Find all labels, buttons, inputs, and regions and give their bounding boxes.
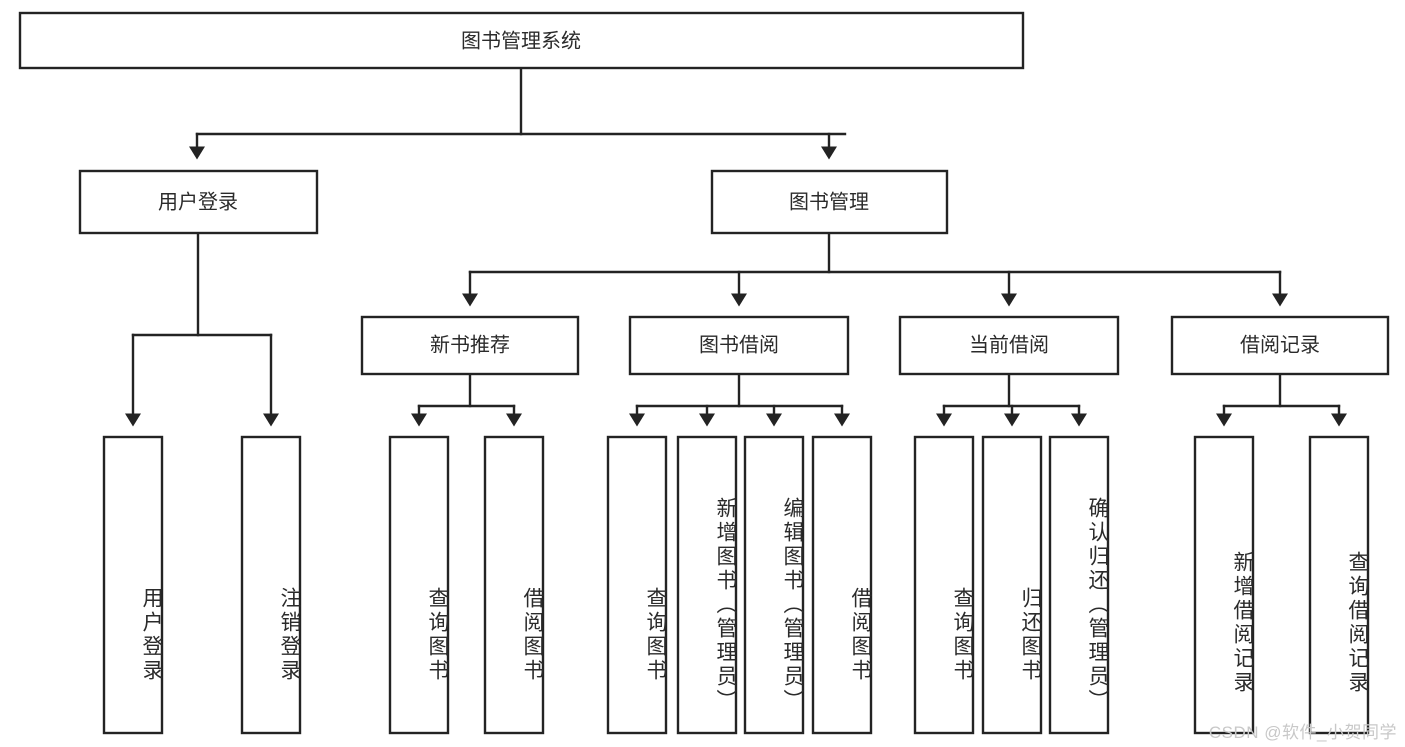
node-root-label: 图书管理系统 xyxy=(461,29,581,52)
node-book-manage[interactable]: 图书管理 xyxy=(710,169,949,235)
node-root[interactable]: 图书管理系统 xyxy=(18,11,1025,70)
node-book-borrow[interactable]: 图书借阅 xyxy=(628,315,850,376)
leaf-box-query-book-cur[interactable] xyxy=(913,435,975,735)
leaf-box-user-logout[interactable] xyxy=(240,435,302,735)
node-user-login[interactable]: 用户登录 xyxy=(78,169,319,235)
node-current-borrow-label: 当前借阅 xyxy=(969,333,1049,356)
leaf-box-borrow-book[interactable] xyxy=(811,435,873,735)
leaf-boxes xyxy=(102,435,1370,735)
node-book-manage-label: 图书管理 xyxy=(789,190,869,213)
connector-bookborrow-to-leaves xyxy=(629,372,850,427)
leaf-box-confirm-return[interactable] xyxy=(1048,435,1110,735)
connector-borrowrecord-to-leaves xyxy=(1216,372,1347,427)
node-borrow-record-label: 借阅记录 xyxy=(1240,333,1320,356)
leaf-box-add-book[interactable] xyxy=(676,435,738,735)
leaf-box-query-book-new[interactable] xyxy=(388,435,450,735)
connector-newbook-to-leaves xyxy=(411,372,522,427)
connector-root-to-level2 xyxy=(189,66,847,160)
node-current-borrow[interactable]: 当前借阅 xyxy=(898,315,1120,376)
connector-currentborrow-to-leaves xyxy=(936,372,1087,427)
leaf-box-borrow-book-new[interactable] xyxy=(483,435,545,735)
node-borrow-record[interactable]: 借阅记录 xyxy=(1170,315,1390,376)
leaf-box-return-book[interactable] xyxy=(981,435,1043,735)
connector-userlogin-to-leaves xyxy=(125,231,279,427)
leaf-box-edit-book[interactable] xyxy=(743,435,805,735)
node-book-borrow-label: 图书借阅 xyxy=(699,333,779,356)
leaf-box-query-record[interactable] xyxy=(1308,435,1370,735)
leaf-box-query-book[interactable] xyxy=(606,435,668,735)
leaf-box-add-record[interactable] xyxy=(1193,435,1255,735)
leaf-box-user-login[interactable] xyxy=(102,435,164,735)
node-new-book-recommend-label: 新书推荐 xyxy=(430,333,510,356)
connector-booksmgmt-to-level3 xyxy=(462,231,1288,307)
node-user-login-label: 用户登录 xyxy=(158,190,238,213)
csdn-watermark: CSDN @软件_小贺同学 xyxy=(1208,723,1397,742)
node-new-book-recommend[interactable]: 新书推荐 xyxy=(360,315,580,376)
